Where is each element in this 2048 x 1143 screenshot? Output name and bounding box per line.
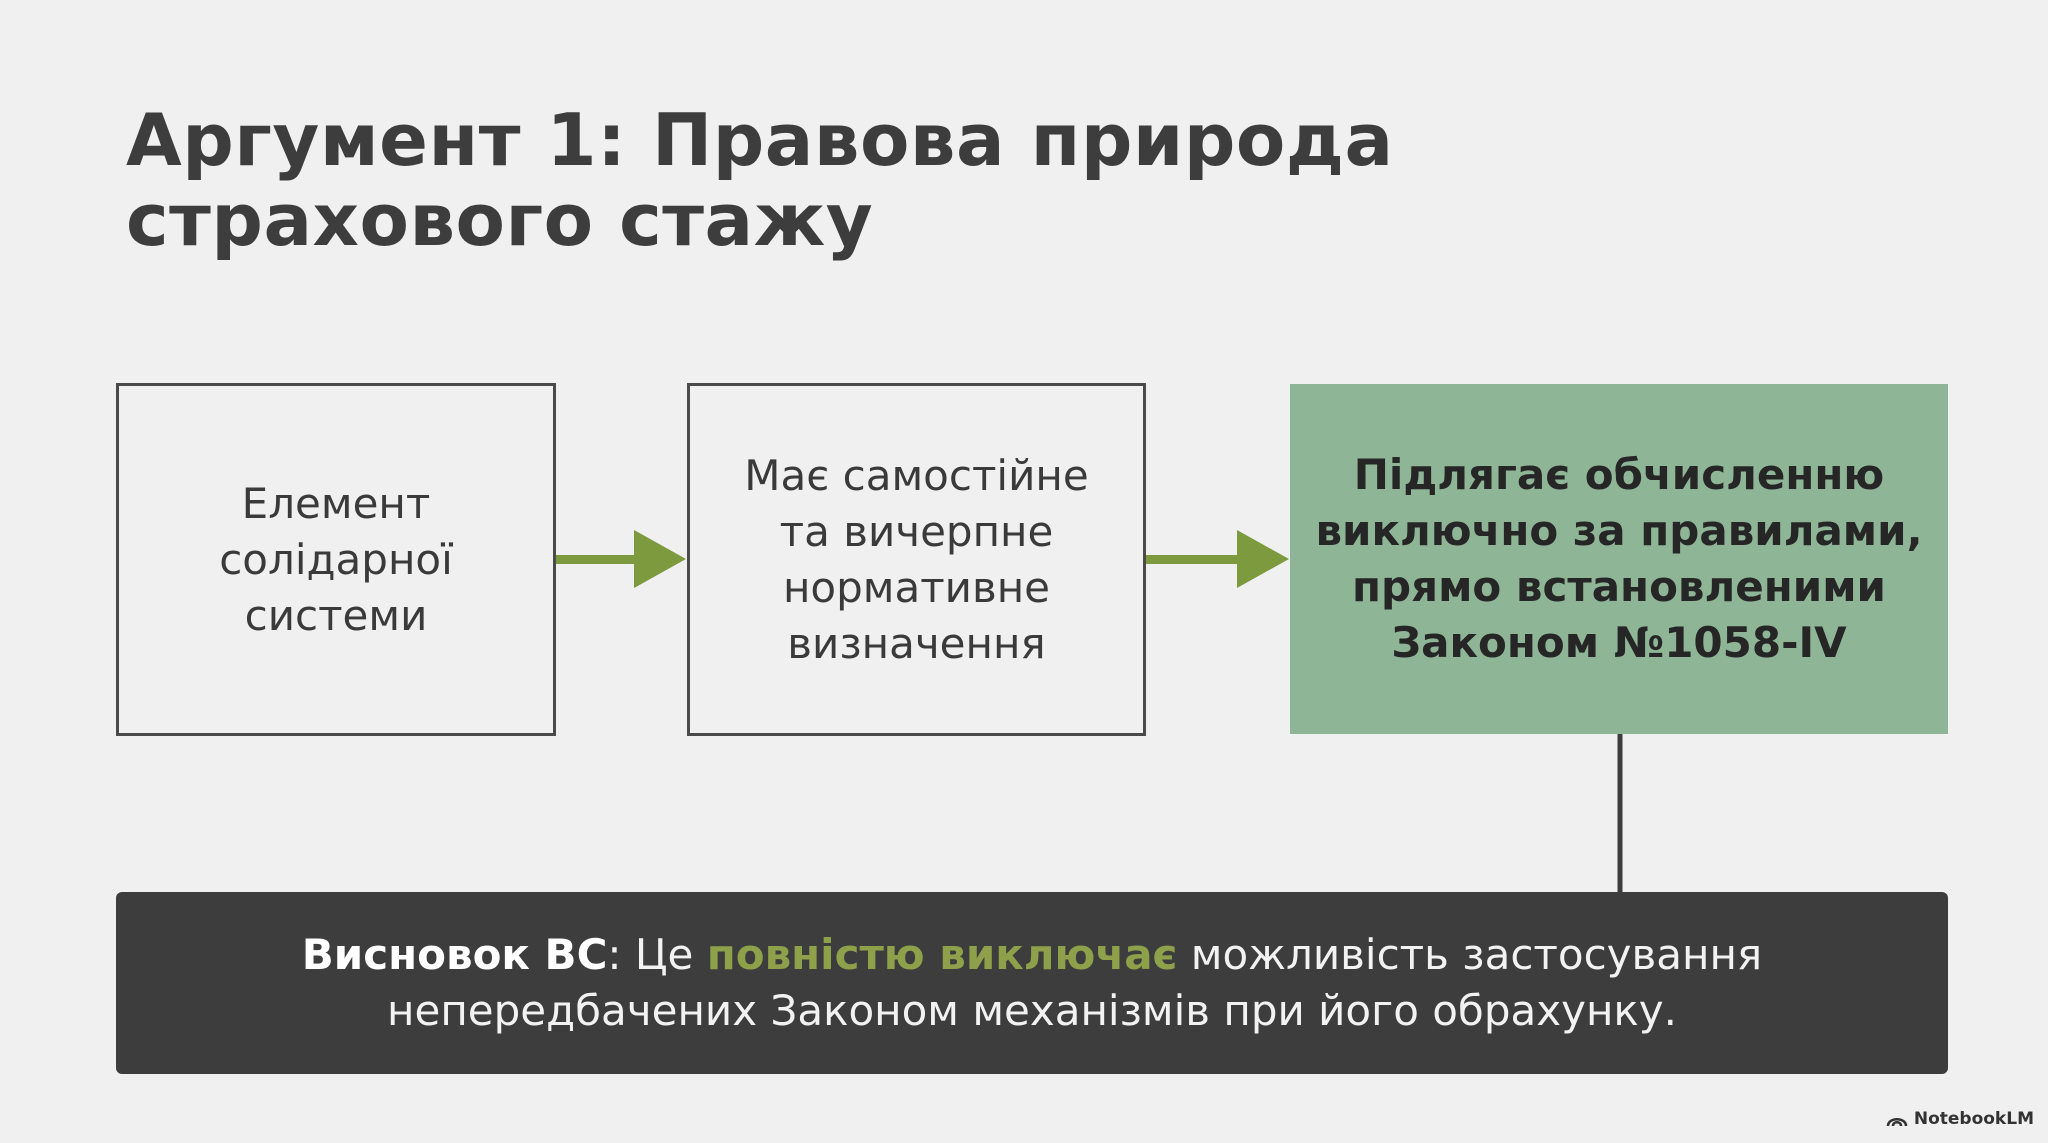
flow-step-solidarity-element: Елемент солідарної системи: [116, 383, 556, 736]
arrow-1-icon: [556, 530, 686, 588]
page-title-line-1: Аргумент 1: Правова природа: [126, 98, 1394, 182]
flow-step-normative-definition: Має самостійне та вичерпне нормативне ви…: [687, 383, 1146, 736]
page-title: Аргумент 1: Правова природа страхового с…: [126, 100, 1526, 260]
notebooklm-logo-icon: [1886, 1117, 1908, 1127]
conclusion-text: Висновок ВС: Це повністю виключає можлив…: [232, 927, 1832, 1039]
notebooklm-watermark: NotebookLM: [1886, 1109, 2034, 1129]
conclusion-banner: Висновок ВС: Це повністю виключає можлив…: [116, 892, 1948, 1074]
page-title-line-2: страхового стажу: [126, 178, 874, 262]
conclusion-rest: можливість застосування непередбачених З…: [387, 930, 1763, 1035]
conclusion-separator: : Це: [607, 930, 707, 979]
arrow-2-icon: [1146, 530, 1289, 588]
flow-step-text: Підлягає обчисленню виключно за правилам…: [1315, 450, 1923, 667]
flow-step-law-calculation: Підлягає обчисленню виключно за правилам…: [1290, 384, 1948, 734]
conclusion-label: Висновок ВС: [301, 930, 608, 979]
conclusion-emphasis: повністю виключає: [706, 930, 1178, 979]
flow-step-text: Елемент солідарної системи: [219, 478, 453, 640]
watermark-text: NotebookLM: [1913, 1109, 2034, 1129]
flow-step-text: Має самостійне та вичерпне нормативне ви…: [744, 450, 1089, 668]
